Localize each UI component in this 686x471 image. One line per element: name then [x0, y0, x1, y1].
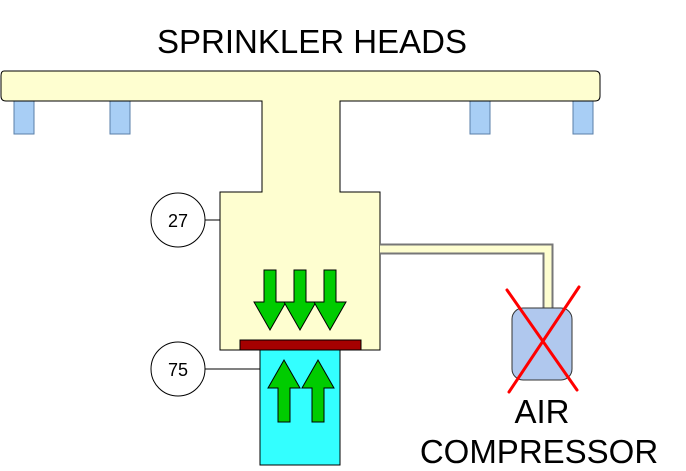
- water-pressure-arrows: [267, 358, 335, 423]
- down-arrow-icon: [283, 269, 317, 332]
- air-pressure-arrows: [253, 269, 347, 332]
- sprinkler-head: [13, 97, 35, 135]
- air-supply-line: [380, 243, 554, 308]
- compressor-label-line1: AIR: [514, 393, 569, 430]
- up-arrow-icon: [301, 358, 335, 423]
- water-pressure-gauge-value: 75: [168, 360, 188, 380]
- valve-clapper: [239, 339, 362, 351]
- compressor-disabled-x-icon: [505, 285, 581, 394]
- sprinkler-heads: [13, 97, 594, 135]
- sprinkler-head: [572, 97, 594, 135]
- sprinkler-head: [109, 97, 131, 135]
- down-arrow-icon: [313, 269, 347, 332]
- water-supply-chamber: [259, 349, 341, 466]
- sprinkler-head: [469, 97, 491, 135]
- compressor-label-line2: COMPRESSOR: [420, 433, 658, 470]
- up-arrow-icon: [267, 358, 301, 423]
- down-arrow-icon: [253, 269, 287, 332]
- water-pressure-gauge: 75: [150, 341, 260, 397]
- sprinkler-heads-title: SPRINKLER HEADS: [157, 23, 467, 60]
- air-pressure-gauge-value: 27: [168, 211, 188, 231]
- sprinkler-pipe-system: [0, 70, 601, 351]
- air-pressure-gauge: 27: [150, 192, 220, 248]
